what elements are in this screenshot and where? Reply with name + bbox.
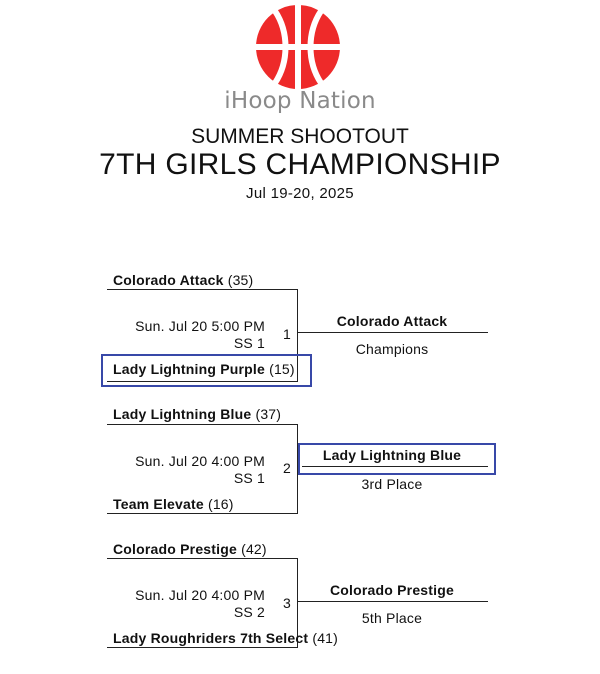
game-2-winner[interactable]: Lady Lightning Blue [322,447,462,463]
game-1-winner[interactable]: Colorado Attack [336,313,448,329]
basketball-logo-icon [256,5,340,89]
game-1-top-team[interactable]: Colorado Attack (35) [113,272,254,288]
game-1-number: 1 [283,326,291,342]
game-3-top-team[interactable]: Colorado Prestige (42) [113,541,267,557]
event-dates: Jul 19-20, 2025 [246,185,354,202]
game-2-number: 2 [283,460,291,476]
game-1-place: Champions [355,341,429,357]
highlight-box [298,443,496,475]
game-2-top-team[interactable]: Lady Lightning Blue (37) [113,406,282,422]
game-2-bottom-team[interactable]: Team Elevate (16) [113,496,234,512]
game-3-place: 5th Place [361,610,423,626]
game-2-place: 3rd Place [361,476,423,492]
brand-name: iHoop Nation [224,88,376,114]
game-1-bottom-team[interactable]: Lady Lightning Purple (15) [113,361,295,377]
highlight-box [101,354,312,387]
game-3-number: 3 [283,595,291,611]
game-3-winner[interactable]: Colorado Prestige [330,582,454,598]
event-title: SUMMER SHOOTOUT [191,125,409,148]
game-3-bottom-team[interactable]: Lady Roughriders 7th Select (41) [113,630,339,646]
division-title: 7TH GIRLS CHAMPIONSHIP [99,148,501,181]
